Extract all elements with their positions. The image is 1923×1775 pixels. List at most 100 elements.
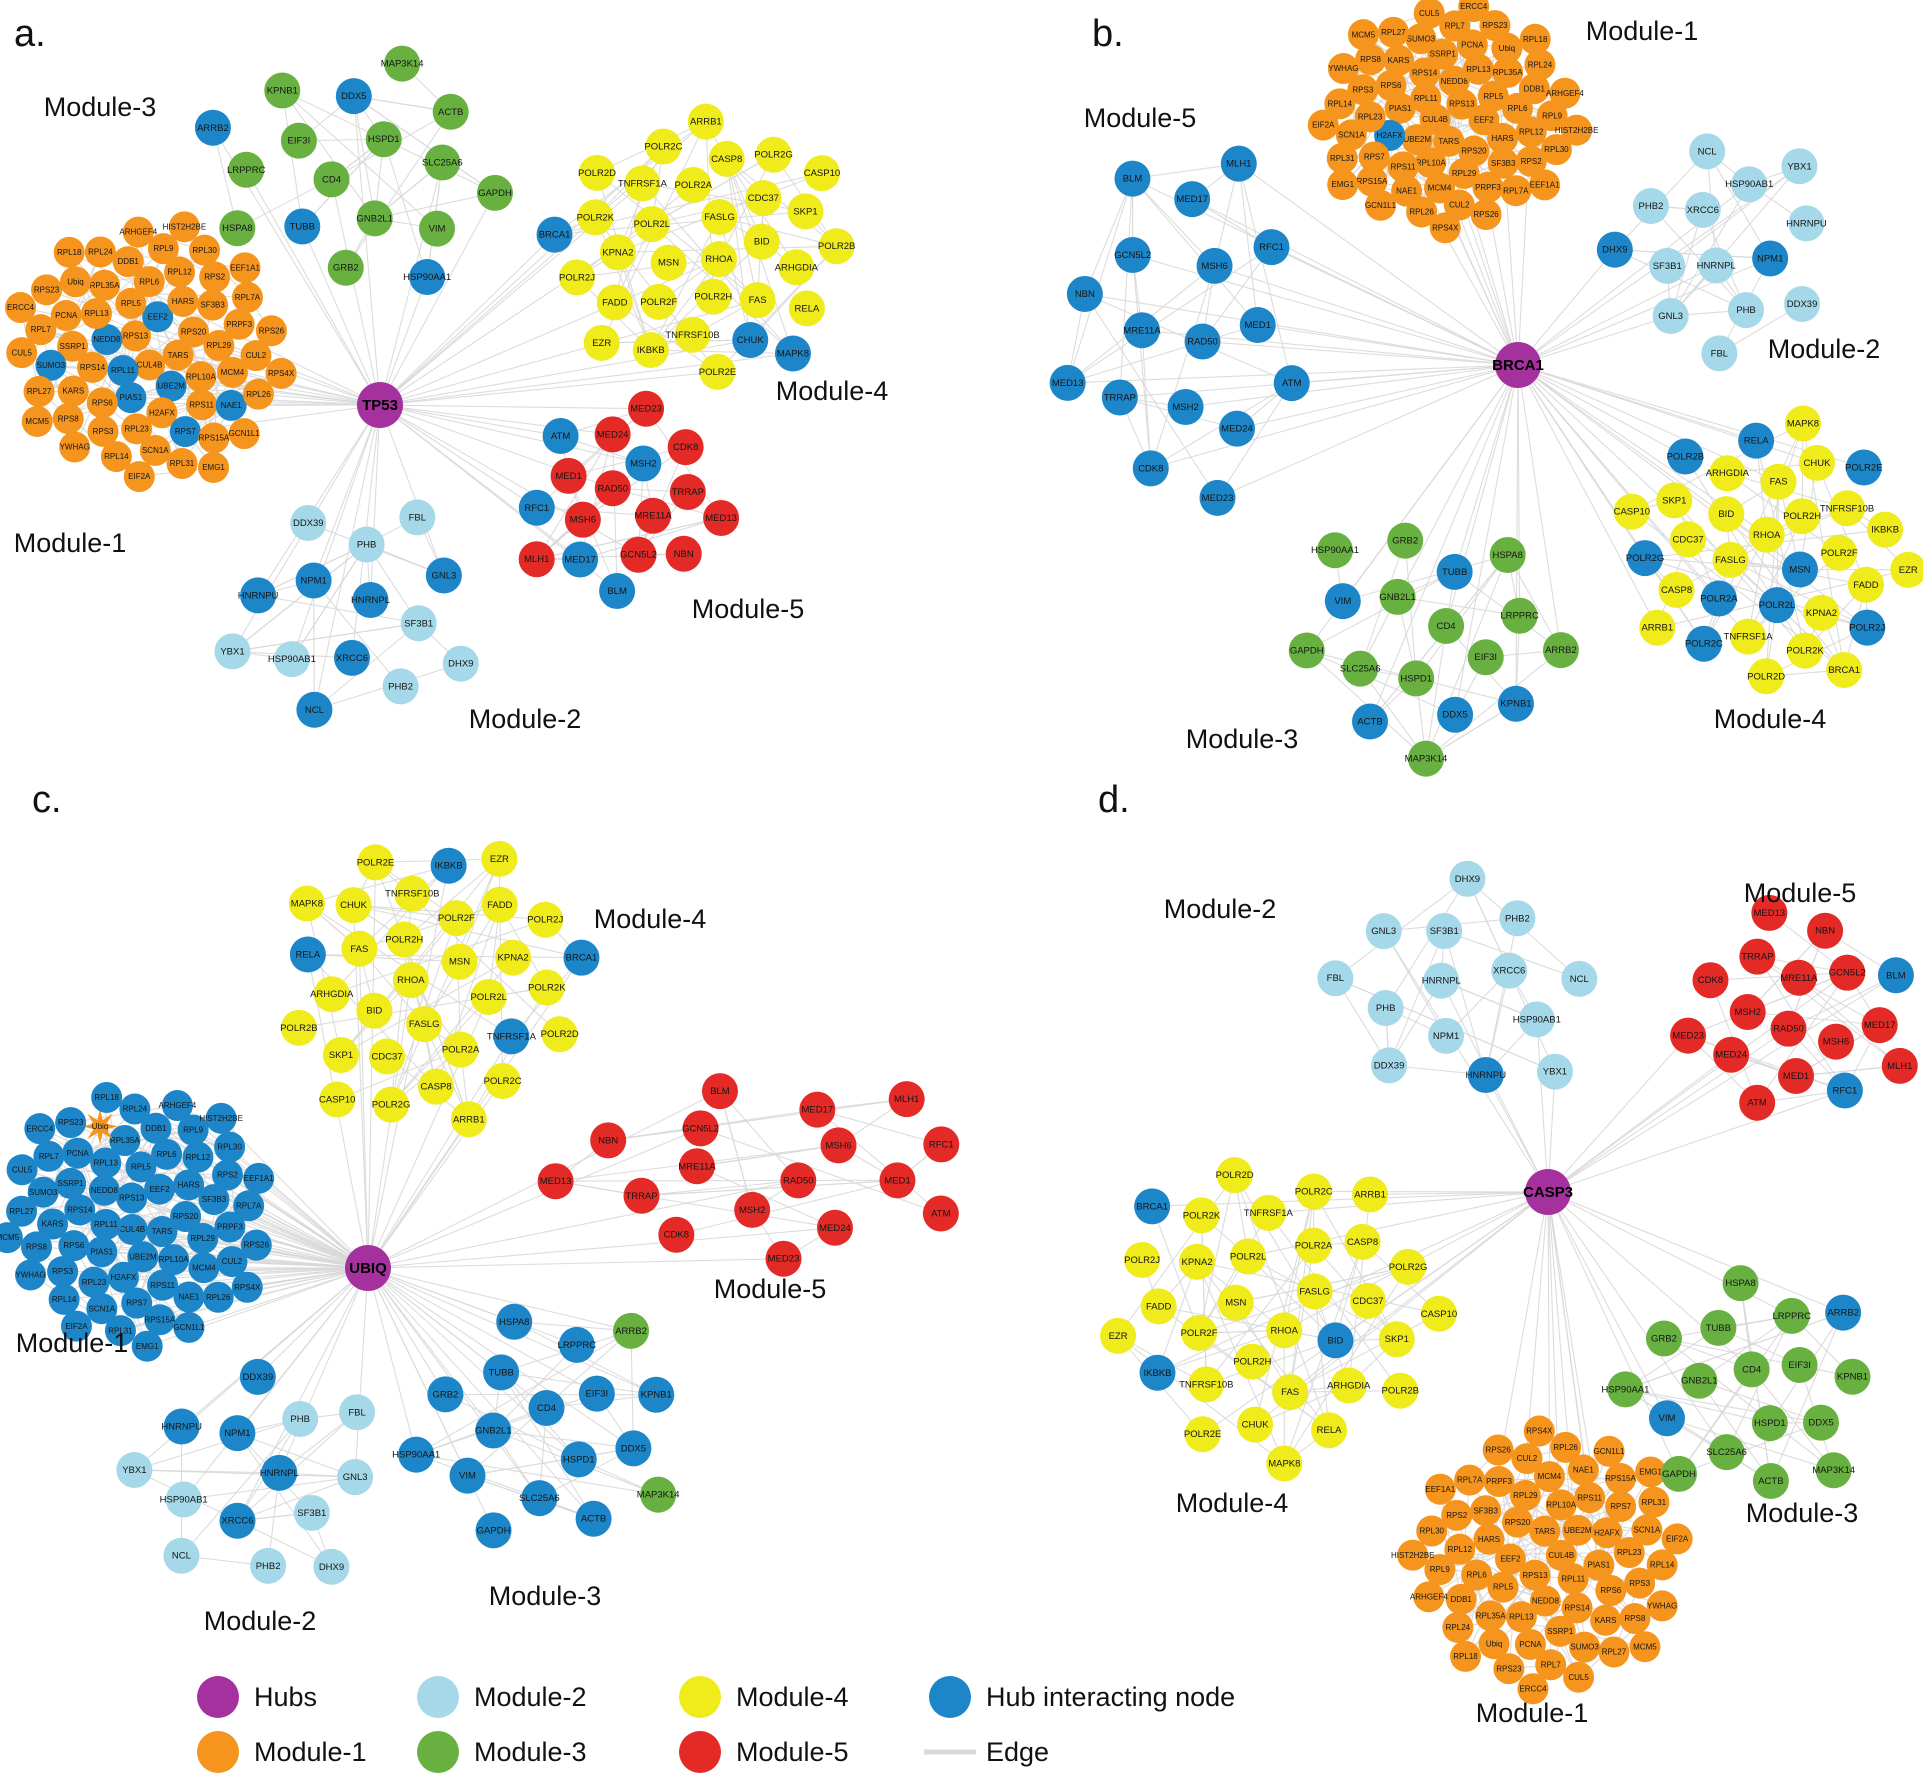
- node-cul5[interactable]: CUL5: [6, 1154, 38, 1186]
- node-rps23[interactable]: RPS23: [31, 274, 63, 306]
- node-rhoa[interactable]: RHOA: [1266, 1312, 1303, 1349]
- node-ywhag[interactable]: YWHAG: [1327, 53, 1359, 85]
- node-arhgdia[interactable]: ARHGDIA: [310, 976, 354, 1013]
- node-polr2j[interactable]: POLR2J: [559, 259, 595, 296]
- node-gapdh[interactable]: GAPDH: [475, 1512, 512, 1549]
- node-kars[interactable]: KARS: [1590, 1604, 1622, 1636]
- node-rps4x[interactable]: RPS4X: [1429, 212, 1461, 244]
- node-ercc4[interactable]: ERCC4: [1458, 0, 1490, 23]
- node-prpf3[interactable]: PRPF3: [1483, 1466, 1515, 1498]
- node-ywhag[interactable]: YWHAG: [59, 431, 91, 463]
- node-rps11[interactable]: RPS11: [147, 1269, 179, 1301]
- node-rpl30[interactable]: RPL30: [1416, 1515, 1448, 1547]
- node-mlh1[interactable]: MLH1: [888, 1081, 925, 1118]
- node-rpl24[interactable]: RPL24: [1524, 49, 1556, 81]
- node-hsp90ab1[interactable]: HSP90AB1: [160, 1481, 208, 1518]
- node-rps8[interactable]: RPS8: [21, 1231, 53, 1263]
- node-polr2j[interactable]: POLR2J: [1849, 609, 1885, 646]
- node-phb2[interactable]: PHB2: [1499, 900, 1536, 937]
- node-rpl29[interactable]: RPL29: [187, 1222, 219, 1254]
- node-polr2c[interactable]: POLR2C: [484, 1063, 522, 1100]
- node-sf3b1[interactable]: SF3B1: [293, 1494, 330, 1531]
- node-tubb[interactable]: TUBB: [483, 1354, 520, 1391]
- node-gcn1l1[interactable]: GCN1L1: [1365, 189, 1397, 221]
- node-rpl35a[interactable]: RPL35A: [89, 269, 120, 301]
- node-gcn5l2[interactable]: GCN5L2: [682, 1110, 719, 1147]
- node-rpl6[interactable]: RPL6: [133, 266, 165, 298]
- node-kpnb1[interactable]: KPNB1: [638, 1376, 675, 1413]
- node-chuk[interactable]: CHUK: [335, 887, 372, 924]
- node-ncl[interactable]: NCL: [1689, 133, 1726, 170]
- node-msn[interactable]: MSN: [1781, 551, 1818, 588]
- node-ncl[interactable]: NCL: [163, 1537, 200, 1574]
- node-ube2m[interactable]: UBE2M: [1562, 1514, 1594, 1546]
- node-dhx9[interactable]: DHX9: [313, 1548, 350, 1585]
- node-ywhag[interactable]: YWHAG: [15, 1259, 47, 1291]
- node-rps13[interactable]: RPS13: [116, 1182, 148, 1214]
- node-nae1[interactable]: NAE1: [173, 1281, 205, 1313]
- node-gapdh[interactable]: GAPDH: [476, 174, 513, 211]
- node-fadd[interactable]: FADD: [481, 886, 518, 923]
- node-lrpprc[interactable]: LRPPRC: [558, 1326, 597, 1363]
- node-trrap[interactable]: TRRAP: [1101, 379, 1138, 416]
- node-hnrnpu[interactable]: HNRNPU: [1465, 1056, 1506, 1093]
- node-polr2f[interactable]: POLR2F: [1821, 534, 1858, 571]
- node-nbn[interactable]: NBN: [590, 1122, 627, 1159]
- node-mcm5[interactable]: MCM5: [1347, 19, 1379, 51]
- node-bid[interactable]: BID: [1317, 1322, 1354, 1359]
- node-rps8[interactable]: RPS8: [1355, 44, 1387, 76]
- node-slc25a6[interactable]: SLC25A6: [519, 1480, 560, 1517]
- node-ezr[interactable]: EZR: [481, 840, 518, 877]
- node-gcn5l2[interactable]: GCN5L2: [1829, 954, 1866, 991]
- node-casp8[interactable]: CASP8: [1344, 1223, 1381, 1260]
- node-atm[interactable]: ATM: [1739, 1084, 1776, 1121]
- node-ncl[interactable]: NCL: [296, 691, 333, 728]
- node-ywhag[interactable]: YWHAG: [1646, 1590, 1678, 1622]
- node-rpl5[interactable]: RPL5: [1477, 80, 1509, 112]
- node-fbl[interactable]: FBL: [399, 499, 436, 536]
- node-ddx39[interactable]: DDX39: [1784, 286, 1821, 323]
- node-dhx9[interactable]: DHX9: [442, 645, 479, 682]
- node-tars[interactable]: TARS: [1529, 1515, 1561, 1547]
- node-trrap[interactable]: TRRAP: [623, 1177, 660, 1214]
- node-ube2m[interactable]: UBE2M: [155, 370, 187, 402]
- node-polr2b[interactable]: POLR2B: [818, 228, 856, 265]
- node-fadd[interactable]: FADD: [1140, 1288, 1177, 1325]
- node-phb[interactable]: PHB: [282, 1400, 319, 1437]
- node-eef1a1[interactable]: EEF1A1: [1424, 1473, 1456, 1505]
- node-mre11a[interactable]: MRE11A: [1123, 312, 1161, 349]
- node-vim[interactable]: VIM: [419, 210, 456, 247]
- node-hspa8[interactable]: HSPA8: [1489, 537, 1526, 573]
- node-phb2[interactable]: PHB2: [1632, 188, 1669, 225]
- node-grb2[interactable]: GRB2: [327, 249, 364, 286]
- node-tars[interactable]: TARS: [1433, 125, 1465, 157]
- node-tars[interactable]: TARS: [162, 339, 194, 371]
- node-rps3[interactable]: RPS3: [47, 1256, 79, 1288]
- node-kpnb1[interactable]: KPNB1: [264, 72, 301, 109]
- node-polr2l[interactable]: POLR2L: [1230, 1238, 1266, 1275]
- node-arhgef4[interactable]: ARHGEF4: [119, 216, 158, 248]
- node-cdc37[interactable]: CDC37: [745, 180, 782, 217]
- node-rela[interactable]: RELA: [1738, 422, 1775, 459]
- node-rpl31[interactable]: RPL31: [1638, 1486, 1670, 1518]
- node-ybx1[interactable]: YBX1: [1536, 1053, 1573, 1090]
- node-nbn[interactable]: NBN: [1066, 275, 1103, 312]
- node-rps15a[interactable]: RPS15A: [1604, 1462, 1637, 1494]
- node-rela[interactable]: RELA: [289, 936, 326, 973]
- node-rpl9[interactable]: RPL9: [147, 233, 179, 265]
- node-grb2[interactable]: GRB2: [1645, 1320, 1682, 1357]
- node-polr2c[interactable]: POLR2C: [644, 128, 683, 165]
- node-msh6[interactable]: MSH6: [1196, 247, 1233, 284]
- node-npm1[interactable]: NPM1: [219, 1415, 256, 1452]
- node-tubb[interactable]: TUBB: [284, 208, 321, 245]
- node-scn1a[interactable]: SCN1A: [139, 434, 171, 466]
- node-polr2c[interactable]: POLR2C: [1685, 625, 1723, 662]
- node-rpl31[interactable]: RPL31: [1326, 142, 1358, 174]
- node-skp1[interactable]: SKP1: [787, 193, 824, 230]
- node-rps4x[interactable]: RPS4X: [1523, 1415, 1555, 1447]
- node-rpl10a[interactable]: RPL10A: [1415, 147, 1446, 179]
- node-sf3b3[interactable]: SF3B3: [197, 289, 229, 321]
- node-rfc1[interactable]: RFC1: [1253, 229, 1290, 266]
- node-sf3b1[interactable]: SF3B1: [400, 605, 437, 642]
- node-polr2h[interactable]: POLR2H: [385, 921, 423, 958]
